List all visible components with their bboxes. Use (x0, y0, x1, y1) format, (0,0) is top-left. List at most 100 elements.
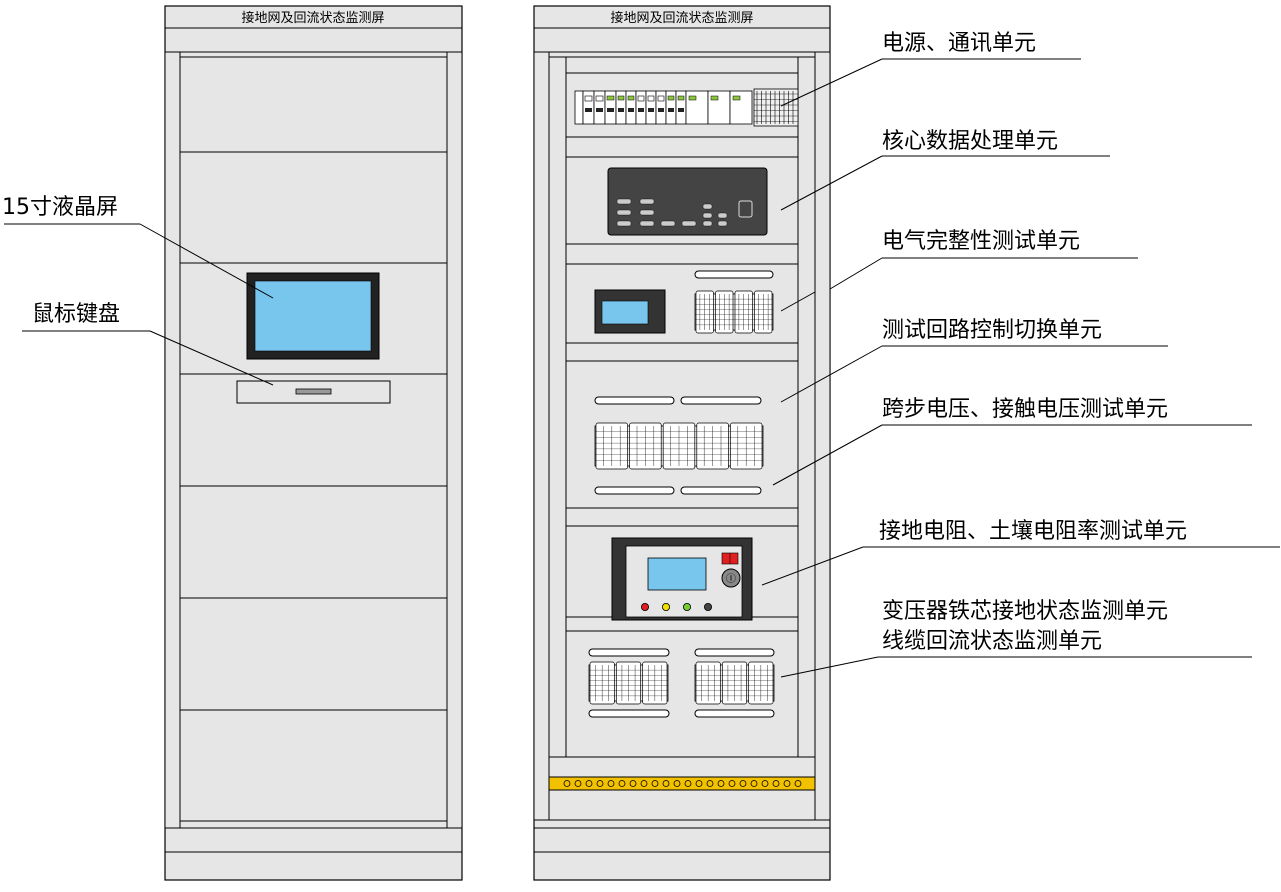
indicator-red (641, 603, 650, 612)
tc-rail-left-top (588, 648, 670, 657)
breaker-lever (607, 108, 614, 112)
callout-electrical-integrity: 电气完整性测试单元 (780, 229, 1138, 312)
ground-bar-hole (607, 780, 615, 787)
front-left-rail (164, 51, 181, 829)
tc-rail-right-bottom (694, 709, 775, 718)
breaker-toggle (637, 95, 645, 102)
breaker-lever (618, 108, 624, 112)
breaker-indicator (617, 95, 625, 101)
core-data-buttons (616, 198, 728, 227)
ground-bar-hole (596, 780, 604, 787)
ground-bar-hole (662, 780, 670, 787)
label-step-touch-voltage-unit: 跨步电压、接触电压测试单元 (882, 397, 1168, 422)
lcd-monitor-screen (254, 280, 372, 352)
ground-bar-hole (684, 780, 692, 787)
rear-cabinet-header: 接地网及回流状态监测屏 (610, 10, 753, 26)
ground-bar-hole (618, 780, 626, 787)
core-data-power-socket (738, 200, 753, 218)
resistance-instrument-screen (647, 557, 707, 591)
callout-grounding-resistance: 接地电阻、土壤电阻率测试单元 (761, 519, 1280, 586)
tc-rail-right-top (694, 648, 775, 657)
core-data-button (717, 220, 728, 227)
rear-left-rail (533, 51, 550, 821)
ground-bar-hole (717, 780, 725, 787)
breaker-lever (648, 108, 654, 112)
breaker-lever (668, 108, 674, 112)
indicator-yellow (662, 603, 671, 612)
ground-bar-hole (728, 780, 736, 787)
keyboard-drawer-handle (295, 388, 332, 395)
ground-bar-hole (750, 780, 758, 787)
switching-rail-right-top (680, 396, 762, 405)
breaker-toggle (595, 95, 604, 102)
callout-transformer-cable: 变压器铁芯接地状态监测单元 线缆回流状态监测单元 (780, 599, 1252, 678)
label-transformer-core-unit: 变压器铁芯接地状态监测单元 (882, 599, 1168, 624)
tc-terminal-blocks (588, 661, 775, 705)
grounding-resistance-unit: Ⓘ (611, 537, 753, 621)
integrity-terminal-block (694, 290, 774, 334)
breaker-lever (585, 108, 592, 112)
ground-terminal-bar (548, 776, 816, 791)
callout-core-data: 核心数据处理单元 (780, 129, 1110, 211)
core-data-button (702, 203, 713, 210)
core-data-unit (607, 167, 768, 236)
ground-bar-hole (629, 780, 637, 787)
ground-bar-hole (772, 780, 780, 787)
callout-step-touch-voltage: 跨步电压、接触电压测试单元 (772, 397, 1252, 486)
breaker-toggle (584, 95, 593, 102)
breaker-lever (596, 108, 603, 112)
core-data-button (616, 209, 632, 216)
breaker-indicator (667, 95, 675, 101)
ground-bar-hole (706, 780, 714, 787)
label-loop-switching-unit: 测试回路控制切换单元 (882, 318, 1102, 343)
ground-bar-hole (761, 780, 769, 787)
core-data-button (639, 209, 655, 216)
front-cabinet-frame (164, 5, 463, 881)
power-module-led (688, 95, 697, 101)
front-callout-lcd: 15寸液晶屏 (2, 195, 274, 299)
breaker-toggle (647, 95, 655, 102)
callout-loop-switching: 测试回路控制切换单元 (780, 318, 1168, 403)
rear-callouts: 电源、通讯单元 核心数据处理单元 电气完整性测试单元 测试回路控制切换单元 跨步… (761, 31, 1280, 678)
switching-rail-left-bottom (594, 486, 675, 495)
breaker-lever (678, 108, 684, 112)
ground-bar-hole (574, 780, 582, 787)
label-mouse-keyboard: 鼠标键盘 (32, 302, 120, 327)
switching-terminal-block (594, 422, 764, 470)
integrity-display-screen (601, 300, 649, 325)
label-power-comm-unit: 电源、通讯单元 (882, 31, 1036, 56)
integrity-rail (694, 270, 774, 279)
core-data-panel (607, 167, 768, 236)
electrical-integrity-unit (594, 270, 774, 334)
label-core-data-unit: 核心数据处理单元 (882, 129, 1058, 154)
indicator-green (683, 603, 692, 612)
core-data-button (639, 198, 655, 205)
core-data-button (639, 220, 655, 227)
switching-voltage-unit (594, 396, 764, 495)
switching-rail-right-bottom (680, 486, 762, 495)
power-comm-unit (574, 88, 799, 127)
breaker-row (574, 88, 799, 127)
breaker-indicator (677, 95, 685, 101)
core-data-button (681, 220, 697, 227)
rear-right-inner-rail (797, 56, 816, 758)
ground-bar-hole (585, 780, 593, 787)
resistance-knob (721, 568, 741, 588)
ground-bar-hole (695, 780, 703, 787)
ground-bar-hole (651, 780, 659, 787)
ground-bar-holes (563, 780, 802, 787)
core-data-button (616, 198, 632, 205)
tc-rail-left-bottom (588, 709, 670, 718)
breaker-end-cap (574, 90, 584, 125)
switching-rail-left-top (594, 396, 675, 405)
power-terminal-block (753, 88, 799, 127)
label-grounding-resistance-unit: 接地电阻、土壤电阻率测试单元 (879, 519, 1187, 544)
core-data-button (660, 220, 676, 227)
ground-bar (548, 776, 816, 791)
label-15inch-lcd: 15寸液晶屏 (2, 195, 118, 220)
front-cabinet: 接地网及回流状态监测屏 15寸液晶屏 鼠标键盘 (2, 5, 463, 881)
resistance-knob-symbol: Ⓘ (726, 573, 736, 585)
core-data-button (702, 212, 713, 219)
